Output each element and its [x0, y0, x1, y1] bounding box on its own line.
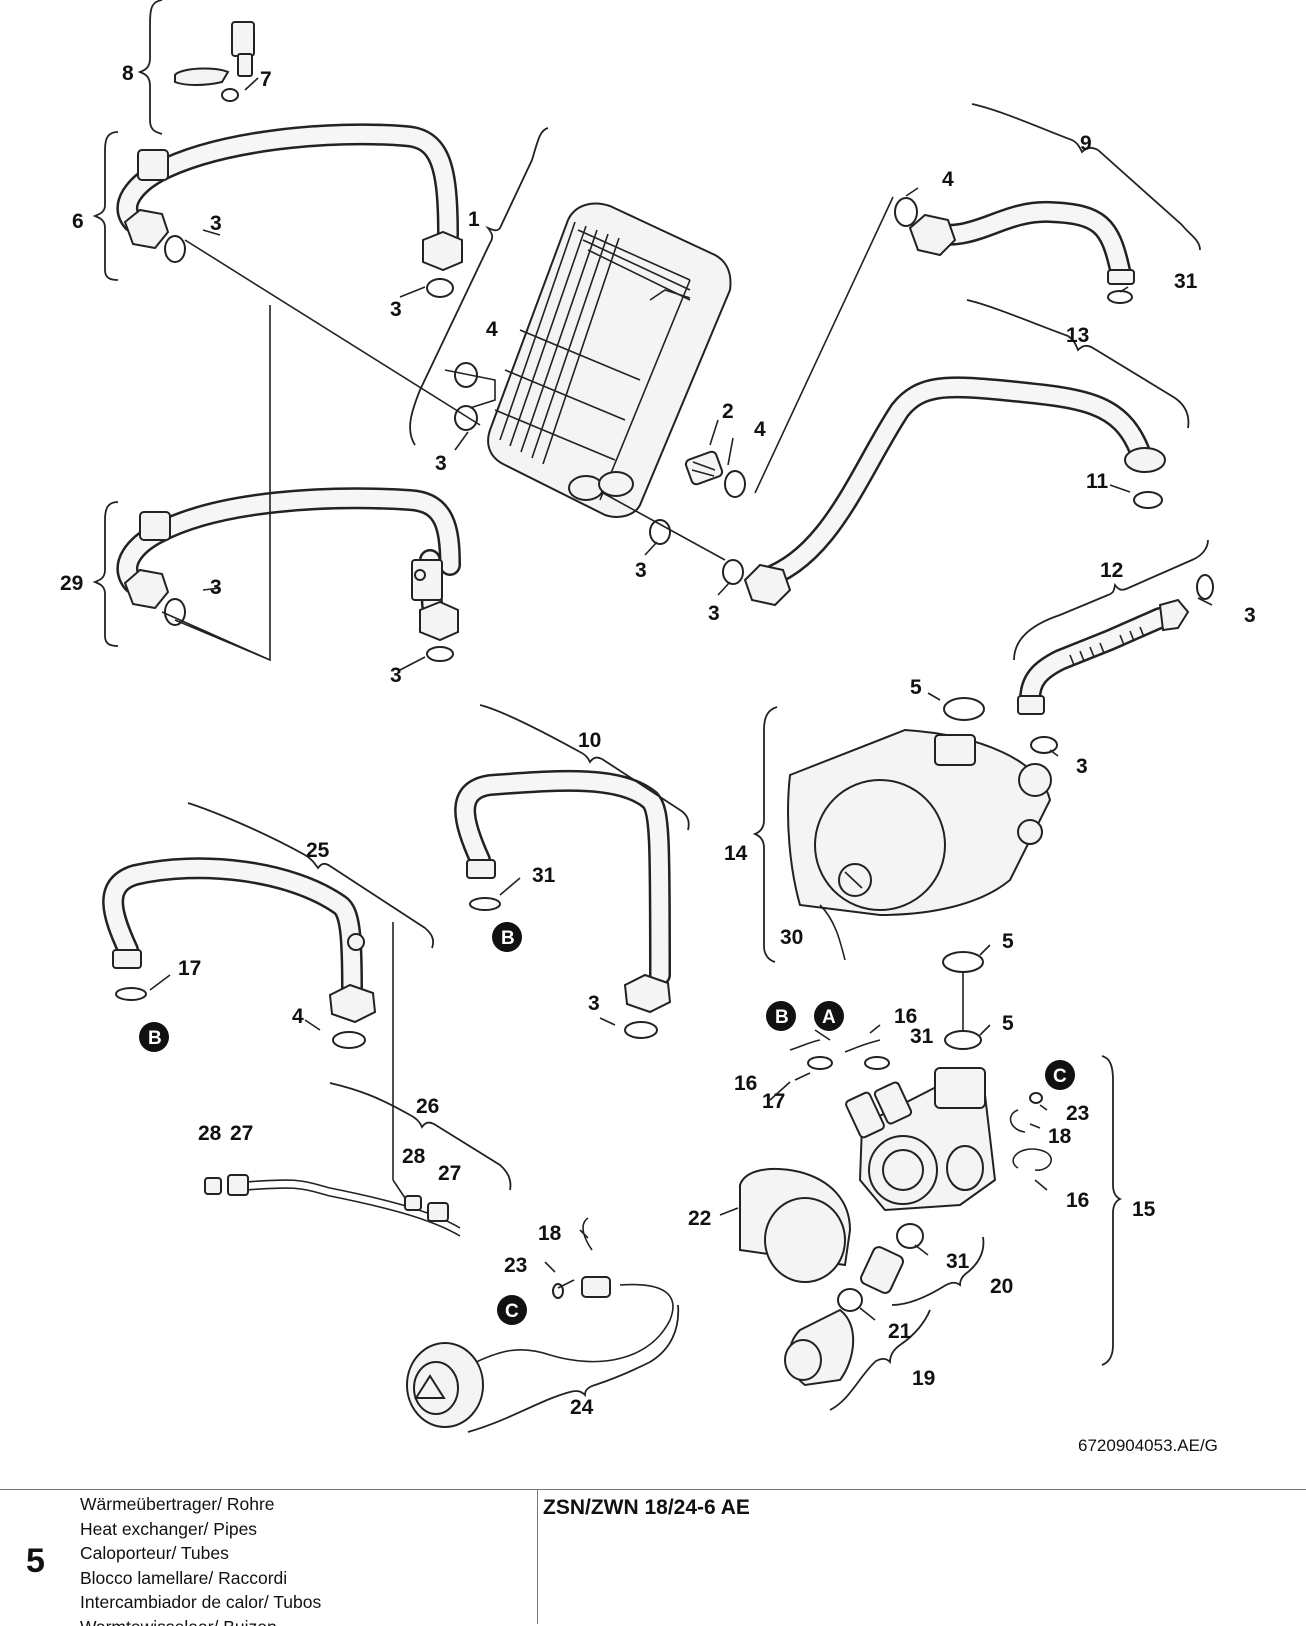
- callout-3d: 3: [210, 576, 222, 599]
- multilingual-title-list: Wärmeübertrager/ Rohre Heat exchanger/ P…: [80, 1490, 530, 1626]
- callout-3c: 3: [435, 452, 447, 475]
- exploded-parts-diagram: 8 7 6 3 1 3 4 3 4 9 31 13 2 4 11 29 3 3 …: [0, 0, 1306, 1480]
- callout-5a: 5: [910, 676, 922, 699]
- callout-18a: 18: [1048, 1125, 1072, 1148]
- title-fr: Caloporteur/ Tubes: [80, 1541, 530, 1566]
- callout-2: 2: [722, 400, 734, 423]
- tube-part-26: [205, 1175, 460, 1236]
- callout-24: 24: [570, 1396, 594, 1419]
- title-it: Blocco lamellare/ Raccordi: [80, 1566, 530, 1591]
- callout-21: 21: [888, 1320, 912, 1343]
- callout-27b: 27: [438, 1162, 461, 1185]
- callout-16b: 16: [734, 1072, 757, 1095]
- callout-28a: 28: [198, 1122, 222, 1145]
- callout-18b: 18: [538, 1222, 562, 1245]
- callout-9: 9: [1080, 132, 1092, 155]
- callout-29: 29: [60, 572, 83, 595]
- footer-divider: [537, 1490, 538, 1624]
- callout-31a: 31: [1174, 270, 1198, 293]
- hose-part-12: [1018, 575, 1213, 714]
- footer-title-block: 5 Wärmeübertrager/ Rohre Heat exchanger/…: [0, 1489, 1306, 1624]
- callout-31c: 31: [910, 1025, 934, 1048]
- valve-part-2: [685, 450, 724, 485]
- marker-c-gauge: C: [505, 1301, 519, 1322]
- callout-8: 8: [122, 62, 134, 85]
- callout-4b: 4: [942, 168, 954, 191]
- marker-a-block: A: [822, 1007, 836, 1028]
- marker-b-pipe25: B: [148, 1028, 162, 1049]
- callout-3e: 3: [635, 559, 647, 582]
- callout-3b: 3: [390, 298, 402, 321]
- hydraulic-block-part-15: [845, 1068, 995, 1210]
- callout-19: 19: [912, 1367, 935, 1390]
- callout-28b: 28: [402, 1145, 426, 1168]
- pump-part-14: [788, 730, 1051, 960]
- section-number: 5: [26, 1542, 45, 1581]
- callout-16c: 16: [1066, 1189, 1089, 1212]
- motor-part-22: [740, 1169, 850, 1282]
- callout-25: 25: [306, 839, 330, 862]
- pressure-gauge-part-24: [407, 1218, 673, 1427]
- title-nl: Warmtewisselaar/ Buizen: [80, 1615, 530, 1626]
- pipe-part-10: [465, 781, 670, 1038]
- callout-4d: 4: [292, 1005, 304, 1028]
- callout-3i: 3: [1076, 755, 1088, 778]
- callout-27a: 27: [230, 1122, 253, 1145]
- callout-5b: 5: [1002, 930, 1014, 953]
- callout-3g: 3: [1244, 604, 1256, 627]
- callout-23a: 23: [1066, 1102, 1089, 1125]
- callout-15: 15: [1132, 1198, 1156, 1221]
- callout-5c: 5: [1002, 1012, 1014, 1035]
- callout-12: 12: [1100, 559, 1123, 582]
- callout-4a: 4: [486, 318, 498, 341]
- callout-7: 7: [260, 68, 272, 91]
- pipe-part-9: [910, 212, 1134, 303]
- callout-17a: 17: [178, 957, 201, 980]
- pipe-part-29: [125, 498, 458, 640]
- marker-b-block: B: [775, 1007, 789, 1028]
- callout-3f: 3: [708, 602, 720, 625]
- sensor-parts-7-8: [175, 22, 254, 85]
- callout-17b: 17: [762, 1090, 785, 1113]
- callout-1: 1: [468, 208, 480, 231]
- marker-c-block: C: [1053, 1066, 1067, 1087]
- title-en: Heat exchanger/ Pipes: [80, 1517, 530, 1542]
- callout-13: 13: [1066, 324, 1089, 347]
- callout-6: 6: [72, 210, 84, 233]
- callout-4c: 4: [754, 418, 766, 441]
- callout-31d: 31: [946, 1250, 970, 1273]
- callout-22: 22: [688, 1207, 711, 1230]
- callout-20: 20: [990, 1275, 1013, 1298]
- title-es: Intercambiador de calor/ Tubos: [80, 1590, 530, 1615]
- callout-14: 14: [724, 842, 748, 865]
- drawing-reference-code: 6720904053.AE/G: [1078, 1436, 1218, 1455]
- callout-11: 11: [1086, 470, 1109, 493]
- callout-3j: 3: [588, 992, 600, 1015]
- pipe-part-6: [125, 134, 462, 270]
- pipe-part-25: [113, 868, 375, 1048]
- callout-3h: 3: [390, 664, 402, 687]
- model-name: ZSN/ZWN 18/24-6 AE: [543, 1496, 750, 1520]
- callout-10: 10: [578, 729, 601, 752]
- marker-b-pipe10: B: [501, 928, 515, 949]
- callout-23b: 23: [504, 1254, 527, 1277]
- title-de: Wärmeübertrager/ Rohre: [80, 1492, 530, 1517]
- callout-31b: 31: [532, 864, 556, 887]
- callout-30: 30: [780, 926, 803, 949]
- callout-3a: 3: [210, 212, 222, 235]
- callout-26: 26: [416, 1095, 439, 1118]
